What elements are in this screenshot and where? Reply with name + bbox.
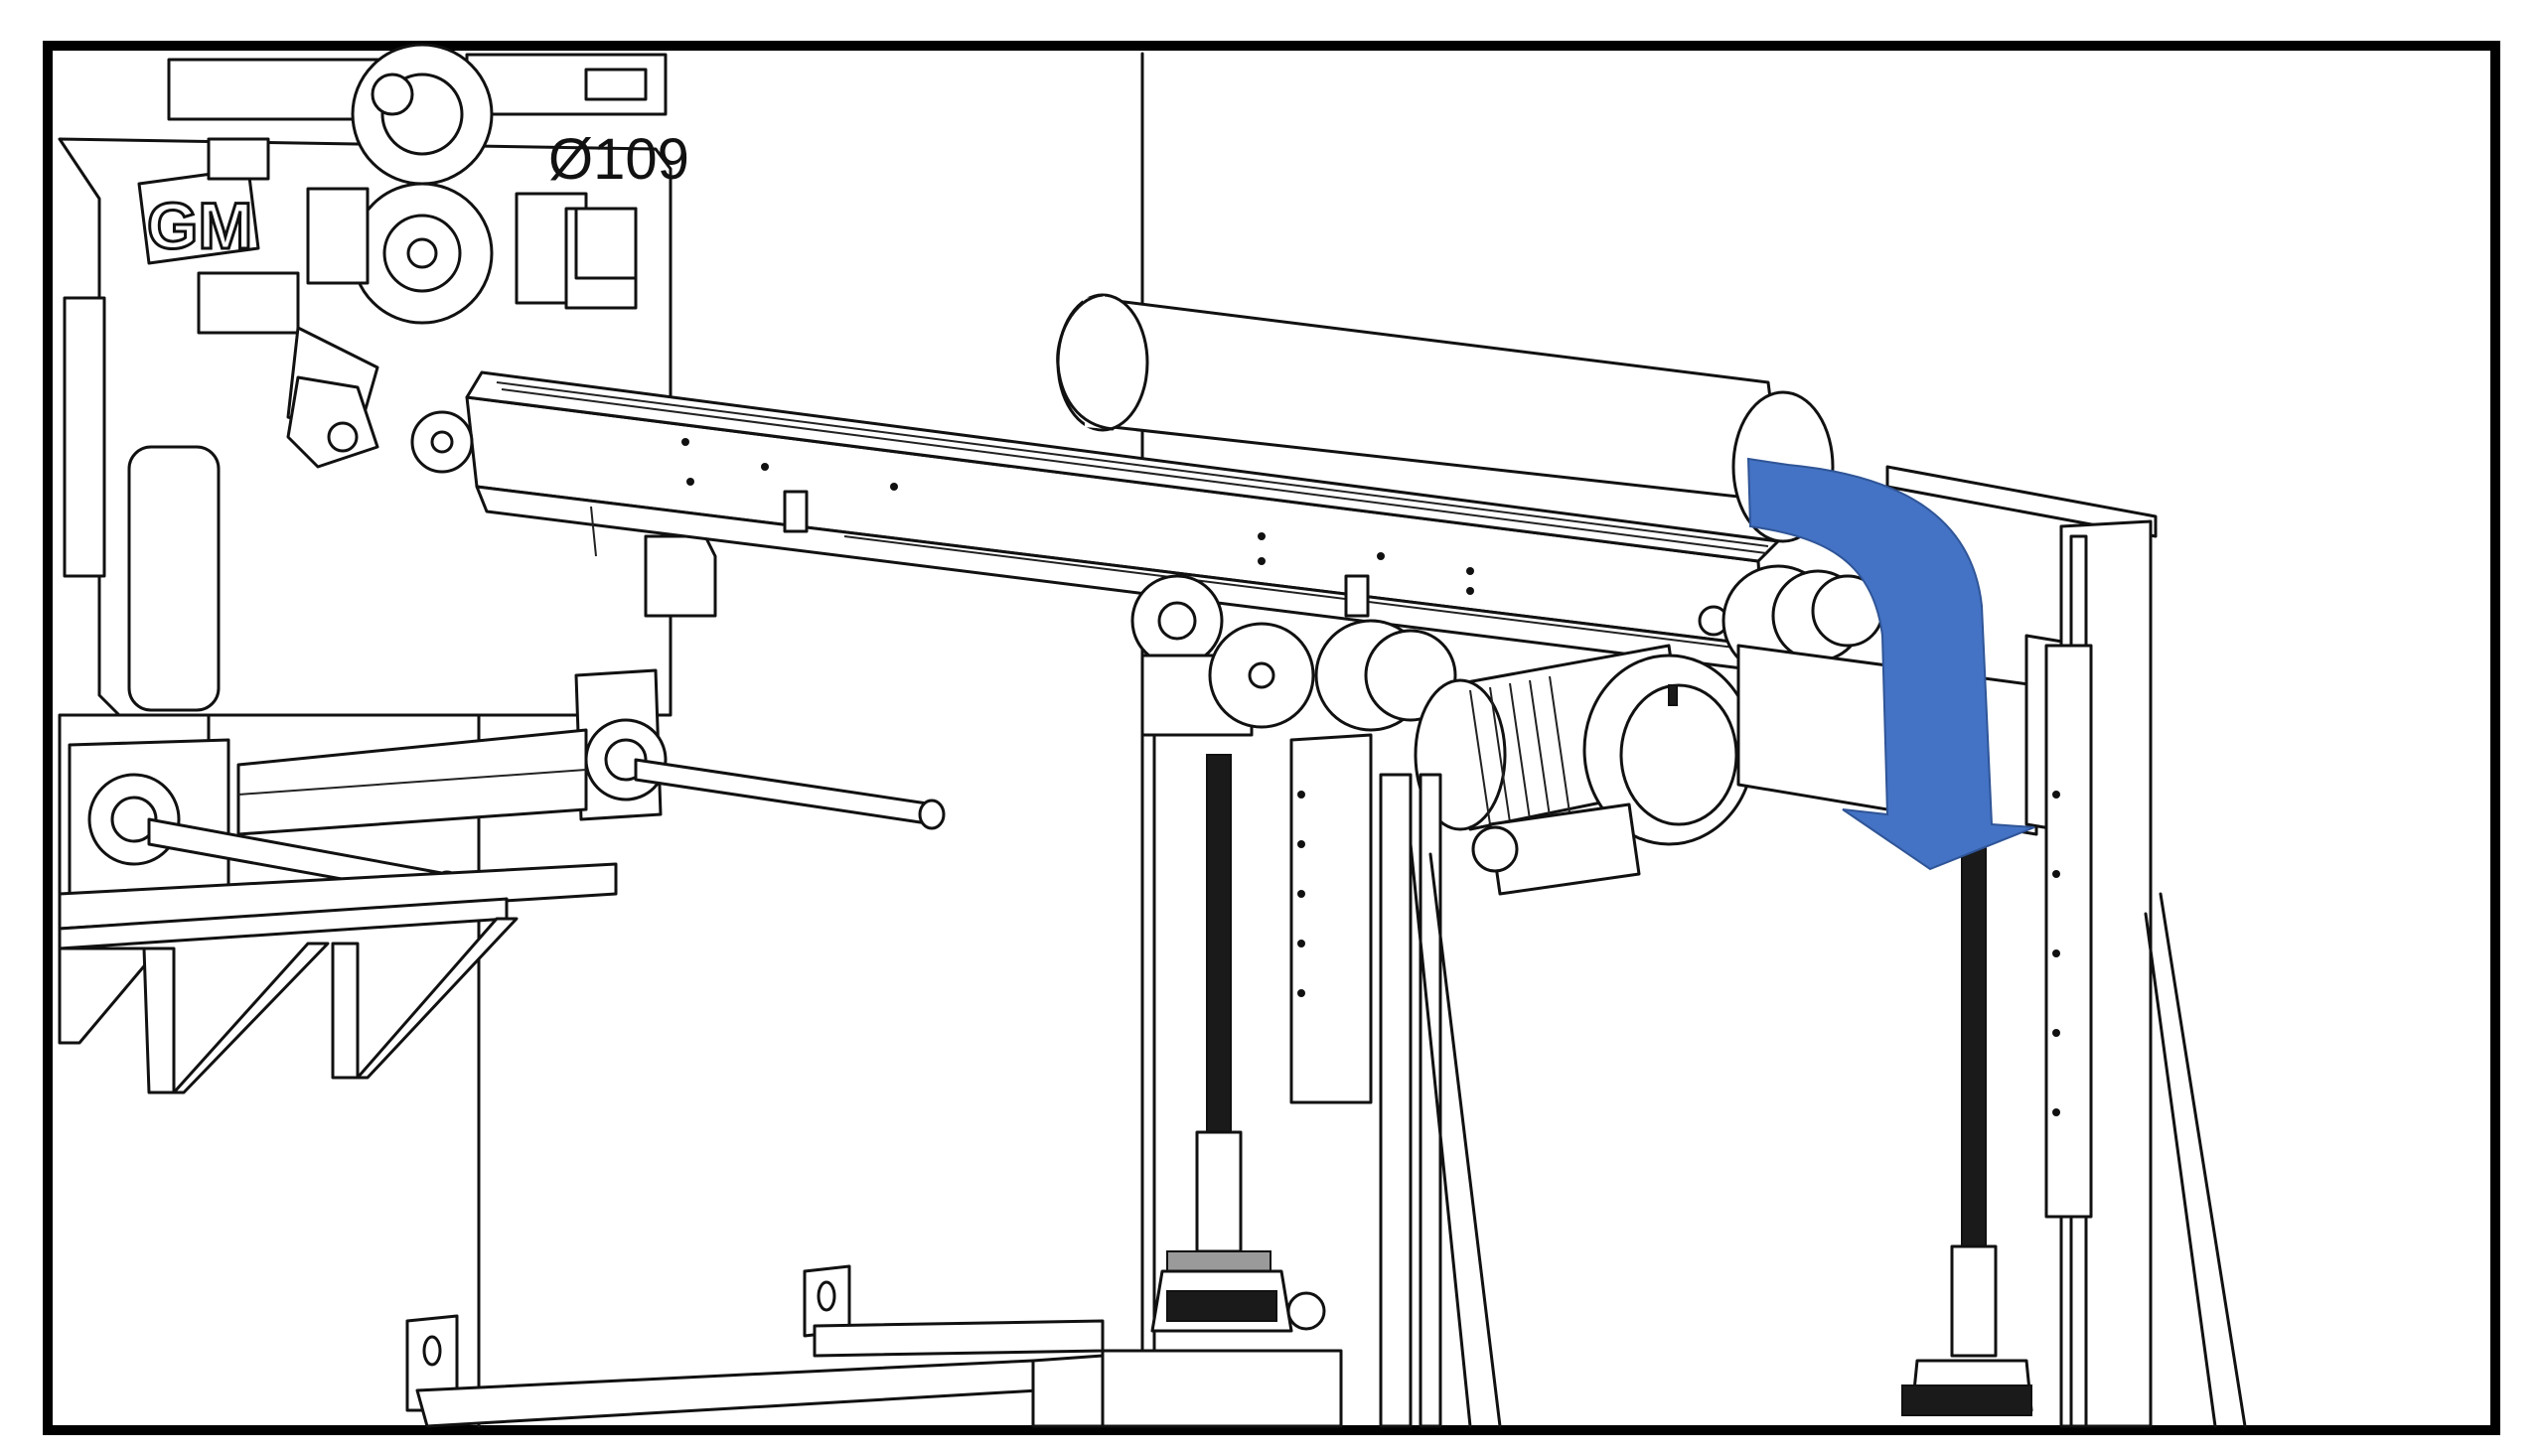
lead-screw-left bbox=[1101, 754, 1343, 1428]
curved-arrow-down-icon bbox=[1746, 457, 2035, 871]
roller-cluster bbox=[167, 43, 668, 469]
right-columns bbox=[1289, 519, 2247, 1428]
beam-holes bbox=[681, 438, 1474, 595]
motor-fins bbox=[1469, 675, 1571, 825]
left-support-frame bbox=[58, 668, 946, 1094]
logo-text: GM bbox=[147, 189, 252, 262]
bottom-brackets bbox=[405, 1264, 1105, 1428]
diameter-label: Ø109 bbox=[548, 127, 689, 192]
drive-rollers bbox=[1130, 564, 1884, 737]
main-beam bbox=[410, 370, 1780, 672]
gm-logo: GM bbox=[137, 167, 260, 265]
column-holes bbox=[1297, 791, 2060, 1116]
